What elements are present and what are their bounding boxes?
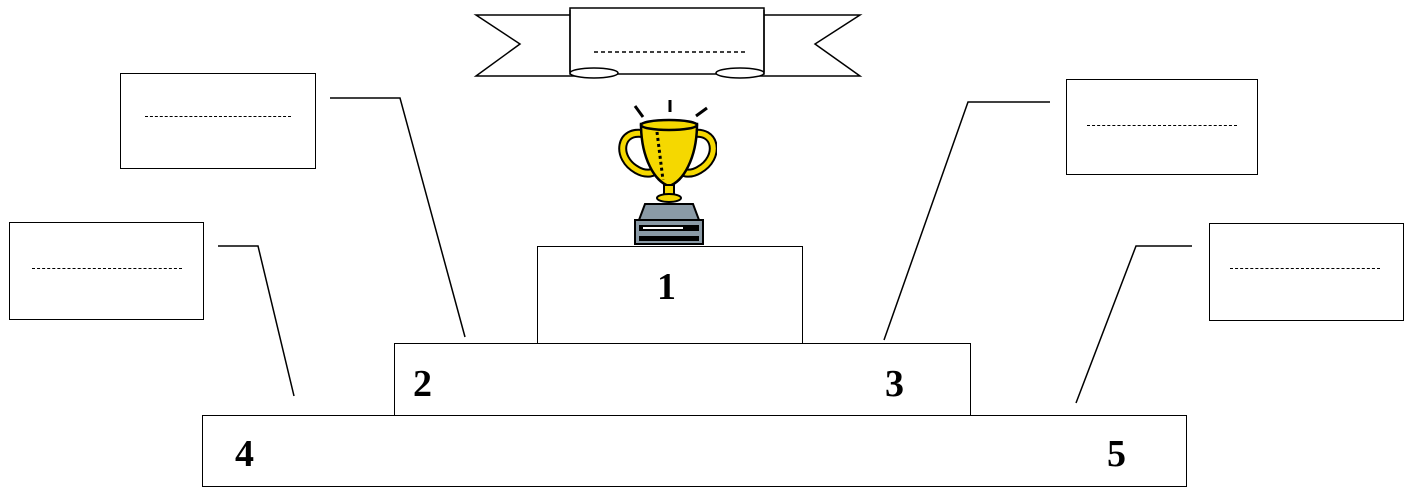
place-number-1: 1	[657, 266, 676, 308]
place-number-2: 2	[413, 363, 432, 405]
podium-step-middle	[394, 343, 971, 416]
name-box-3	[1066, 79, 1258, 175]
connector-line-2	[330, 97, 466, 338]
name-box-5	[1209, 223, 1404, 321]
place-number-5: 5	[1107, 433, 1126, 475]
ribbon-banner-icon	[473, 7, 863, 79]
name-blank-5	[1230, 268, 1380, 269]
podium-step-bottom	[202, 415, 1187, 487]
name-blank-3	[1087, 125, 1237, 126]
podium-step-top	[537, 246, 803, 344]
name-blank-2	[145, 116, 291, 117]
name-box-4	[9, 222, 204, 320]
place-number-3: 3	[885, 363, 904, 405]
connector-line-3	[883, 101, 1050, 341]
trophy-icon	[618, 100, 717, 245]
connector-line-4	[218, 245, 295, 397]
name-blank-4	[32, 268, 182, 269]
connector-line-5	[1075, 245, 1192, 404]
name-box-2	[120, 73, 316, 169]
place-number-4: 4	[235, 433, 254, 475]
